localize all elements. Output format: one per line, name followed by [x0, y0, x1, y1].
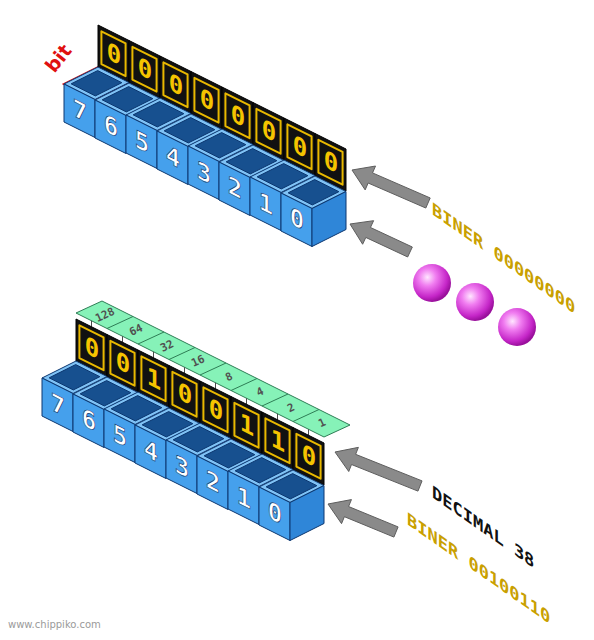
input-arrow	[335, 447, 422, 491]
cube-front	[281, 193, 312, 247]
band-divider	[262, 394, 288, 406]
decimal-label: DECIMAL 38	[432, 483, 534, 572]
display-frame	[203, 387, 227, 432]
bit-label: bit	[42, 41, 75, 76]
display-frame	[172, 372, 196, 417]
band-divider	[231, 379, 257, 391]
bit-index: 3	[174, 451, 188, 482]
input-arrow	[328, 500, 398, 538]
bit-index: 2	[227, 173, 241, 204]
display-frame	[287, 124, 311, 169]
cube-front	[157, 131, 188, 185]
bit-index: 5	[134, 126, 148, 157]
bit-index: 4	[165, 142, 179, 173]
bit-box: 0	[257, 468, 326, 543]
cube-front	[228, 471, 259, 525]
leader-line	[153, 352, 154, 358]
bit-index: 7	[72, 95, 86, 126]
display-frame	[110, 341, 134, 386]
display-frame	[194, 78, 218, 123]
cube-front	[250, 177, 281, 231]
ball	[456, 283, 494, 321]
bit-index: 1	[258, 188, 272, 219]
ball	[498, 308, 536, 346]
binary-label: BINER 00000000	[432, 200, 575, 317]
display-frame	[318, 140, 342, 185]
bit-index: 1	[236, 482, 250, 513]
cube-front	[73, 394, 104, 448]
leader-line	[215, 383, 216, 389]
display-frame	[265, 418, 289, 463]
display-frame	[79, 325, 103, 370]
watermark: www.chippiko.com	[8, 620, 101, 630]
cube-front	[126, 115, 157, 169]
mark-group	[64, 67, 129, 100]
bit-highlight	[64, 67, 129, 100]
ball	[245, 451, 275, 481]
leader-line	[91, 321, 92, 327]
display-frame	[296, 434, 320, 479]
cube-front	[135, 425, 166, 479]
leader-line	[122, 336, 123, 342]
cube-front	[219, 162, 250, 216]
cube-front	[42, 378, 73, 432]
leader-line	[308, 429, 309, 435]
display-frame	[234, 403, 258, 448]
leader-line	[246, 398, 247, 404]
bit-index: 2	[205, 467, 219, 498]
display-frame	[163, 62, 187, 107]
cube-front	[197, 456, 228, 510]
ball	[214, 436, 244, 466]
cube-front	[259, 487, 290, 541]
cube-front	[188, 146, 219, 200]
ball-group	[121, 389, 275, 481]
bit-index: 3	[196, 157, 210, 188]
input-arrow	[350, 221, 412, 257]
cube-front	[104, 409, 135, 463]
display-frame	[225, 93, 249, 138]
ball	[121, 389, 151, 419]
bit-box: 0	[279, 174, 348, 249]
display-frame	[141, 356, 165, 401]
display-frame	[256, 109, 280, 154]
bit-index: 0	[289, 204, 303, 235]
bit-index: 6	[81, 405, 95, 436]
arrow-group	[328, 166, 430, 537]
display-frame	[101, 31, 125, 76]
input-arrow	[352, 166, 430, 208]
bit-index: 5	[112, 420, 126, 451]
band-divider	[293, 410, 319, 422]
cube-side	[290, 485, 324, 540]
bit-index: 7	[50, 389, 64, 420]
bit-index: 0	[267, 498, 281, 529]
band-divider	[200, 363, 226, 375]
display-frame	[132, 47, 156, 92]
ball	[413, 264, 451, 302]
cube-front	[95, 100, 126, 154]
leader-line	[277, 414, 278, 420]
cube-front	[166, 440, 197, 494]
bit-index: 6	[103, 111, 117, 142]
leader-line	[184, 367, 185, 373]
bit-index: 4	[143, 436, 157, 467]
cube-side	[312, 191, 346, 246]
cube-front	[64, 84, 95, 138]
